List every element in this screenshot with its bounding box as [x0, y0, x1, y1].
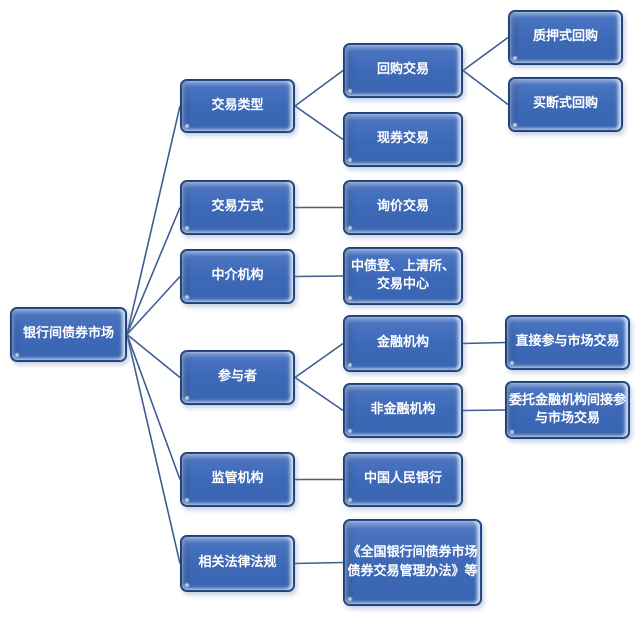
- node-financial-institutions: 金融机构: [343, 315, 463, 372]
- node-transaction-types: 交易类型: [180, 79, 295, 133]
- node-interbank-bond-market: 银行间债券市场: [10, 307, 127, 362]
- node-regulation-document: 《全国银行间债券市场债券交易管理办法》等: [343, 519, 482, 606]
- node-pledged-repo: 质押式回购: [508, 10, 623, 65]
- node-inquiry-trading: 询价交易: [343, 180, 463, 235]
- node-participants: 参与者: [180, 350, 295, 405]
- node-direct-participation: 直接参与市场交易: [505, 315, 630, 370]
- node-intermediaries: 中介机构: [180, 249, 295, 304]
- node-repo-trading: 回购交易: [343, 43, 463, 98]
- node-regulator: 监管机构: [180, 452, 295, 507]
- node-trading-methods: 交易方式: [180, 180, 295, 235]
- node-related-laws: 相关法律法规: [180, 535, 295, 592]
- node-depository-institutions: 中债登、上清所、交易中心: [343, 247, 463, 305]
- node-indirect-participation: 委托金融机构间接参与市场交易: [505, 381, 630, 439]
- node-non-financial-institutions: 非金融机构: [343, 383, 463, 438]
- node-cash-bond-trading: 现券交易: [343, 112, 463, 167]
- node-pboc: 中国人民银行: [343, 452, 463, 507]
- node-outright-repo: 买断式回购: [508, 77, 623, 132]
